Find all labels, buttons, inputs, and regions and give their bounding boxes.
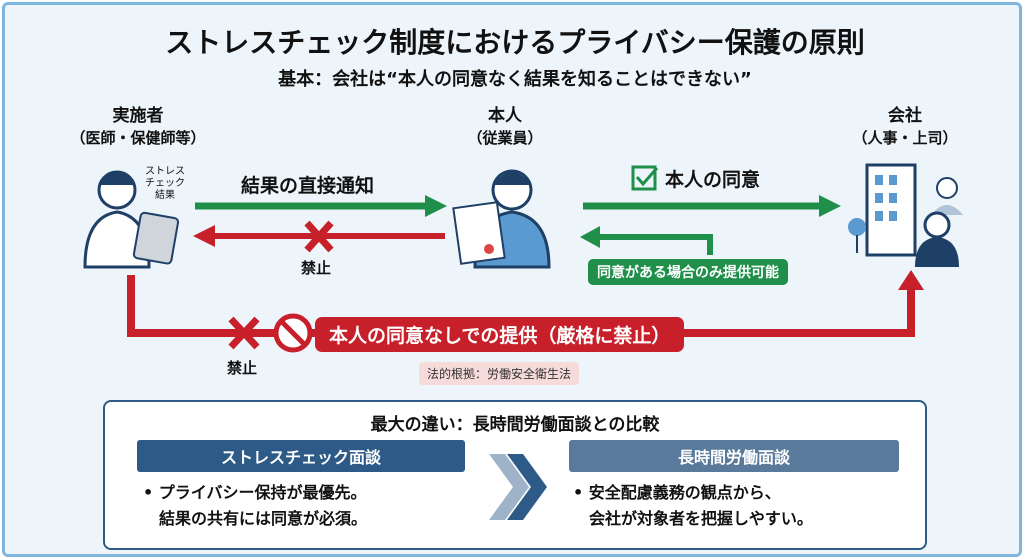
building-icon	[848, 163, 963, 267]
doctor-icon	[83, 170, 180, 269]
forbidden-label: 禁止	[301, 259, 332, 277]
long-hours-header: 長時間労働面談	[569, 440, 899, 472]
stress-check-points: • プライバシー保持が最優先。 結果の共有には同意が必須。	[143, 480, 367, 532]
implementer-name: 実施者	[112, 106, 164, 126]
person-detail: （従業員）	[467, 129, 543, 147]
no-consent-banner: 本人の同意なしでの提供（厳格に禁止）	[315, 317, 685, 352]
long-hours-points: • 安全配慮義務の観点から、 会社が対象者を把握しやすい。	[573, 480, 813, 532]
page-title: ストレスチェック制度におけるプライバシー保護の原則	[165, 26, 865, 59]
implementer-label: 実施者 （医師・保健師等）	[53, 105, 223, 149]
employee-icon	[452, 169, 551, 269]
legal-basis: 法的根拠：労働安全衛生法	[419, 362, 580, 385]
bullet-point: • プライバシー保持が最優先。	[143, 483, 367, 502]
comparison-title: 最大の違い：長時間労働面談との比較	[370, 415, 660, 435]
stress-check-header: ストレスチェック面談	[137, 440, 465, 472]
company-detail: （人事・上司）	[852, 129, 958, 147]
bullet-point: • 安全配慮義務の観点から、	[573, 483, 781, 502]
direct-notice-label: 結果の直接通知	[241, 175, 375, 197]
forbidden-x-icon	[228, 316, 260, 350]
company-name: 会社	[888, 106, 922, 126]
consent-only-badge: 同意がある場合のみ提供可能	[588, 259, 788, 285]
checkbox-icon	[631, 165, 657, 191]
company-label: 会社 （人事・上司）	[840, 105, 970, 149]
chevron-right-icon	[489, 454, 547, 520]
person-label: 本人 （従業員）	[445, 105, 565, 149]
subtitle: 基本：会社は“本人の同意なく結果を知ることはできない”	[278, 69, 752, 90]
bullet-point-cont: 会社が対象者を把握しやすい。	[589, 509, 813, 528]
consent-return-arrow	[595, 234, 713, 255]
no-consent-forbidden-label: 禁止	[227, 359, 258, 377]
forbidden-x-icon	[304, 220, 334, 253]
comparison-box: 最大の違い：長時間労働面談との比較 ストレスチェック面談 • プライバシー保持が…	[103, 400, 927, 550]
bullet-point-cont: 結果の共有には同意が必須。	[159, 509, 368, 528]
tablet-label: ストレス チェック 結果	[145, 166, 185, 201]
implementer-detail: （医師・保健師等）	[70, 129, 206, 147]
consent-label: 本人の同意	[665, 169, 761, 191]
person-name: 本人	[488, 106, 522, 126]
